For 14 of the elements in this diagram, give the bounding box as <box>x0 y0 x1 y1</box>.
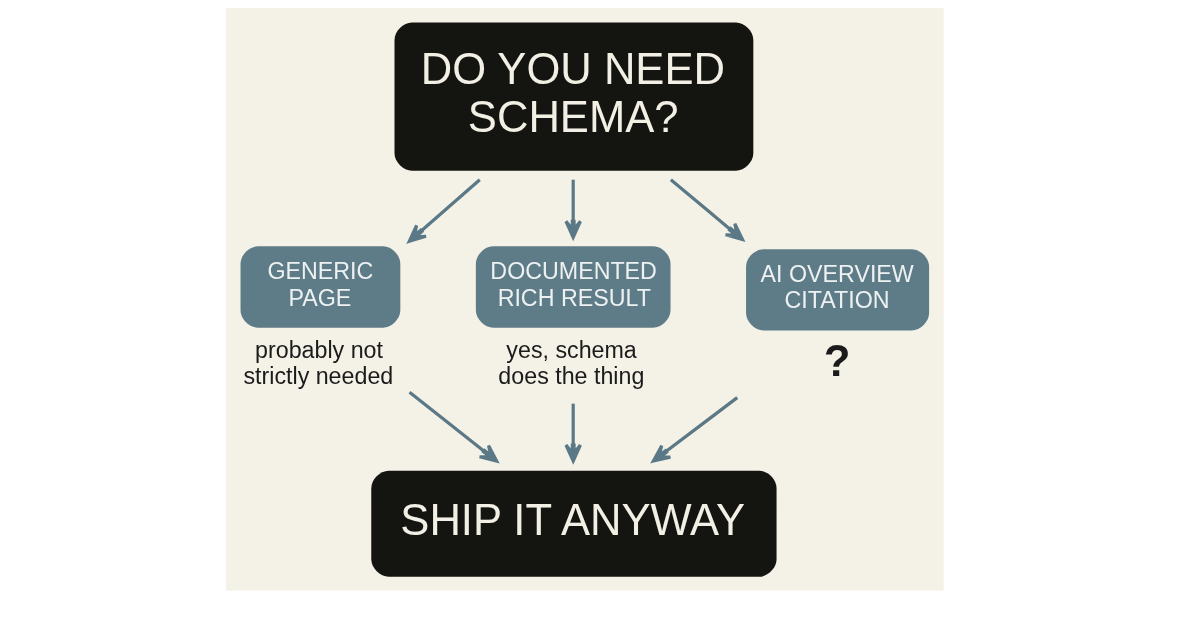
arrow <box>407 178 481 243</box>
arrow <box>563 179 582 239</box>
arrow <box>408 391 498 463</box>
arrow <box>563 403 582 463</box>
node-box: GENERIC PAGE <box>240 246 400 328</box>
arrow <box>651 396 738 463</box>
node-label: ? <box>823 336 850 385</box>
node-label: probably not strictly needed <box>242 336 393 389</box>
arrow <box>669 178 744 242</box>
node-box: DOCUMENTED RICH RESULT <box>475 246 670 328</box>
node-label: yes, schema does the thing <box>497 336 644 389</box>
node-box: SHIP IT ANYWAY <box>370 470 777 577</box>
node-box: DO YOU NEED SCHEMA? <box>394 22 753 171</box>
node-box: AI OVERVIEW CITATION <box>745 249 929 331</box>
